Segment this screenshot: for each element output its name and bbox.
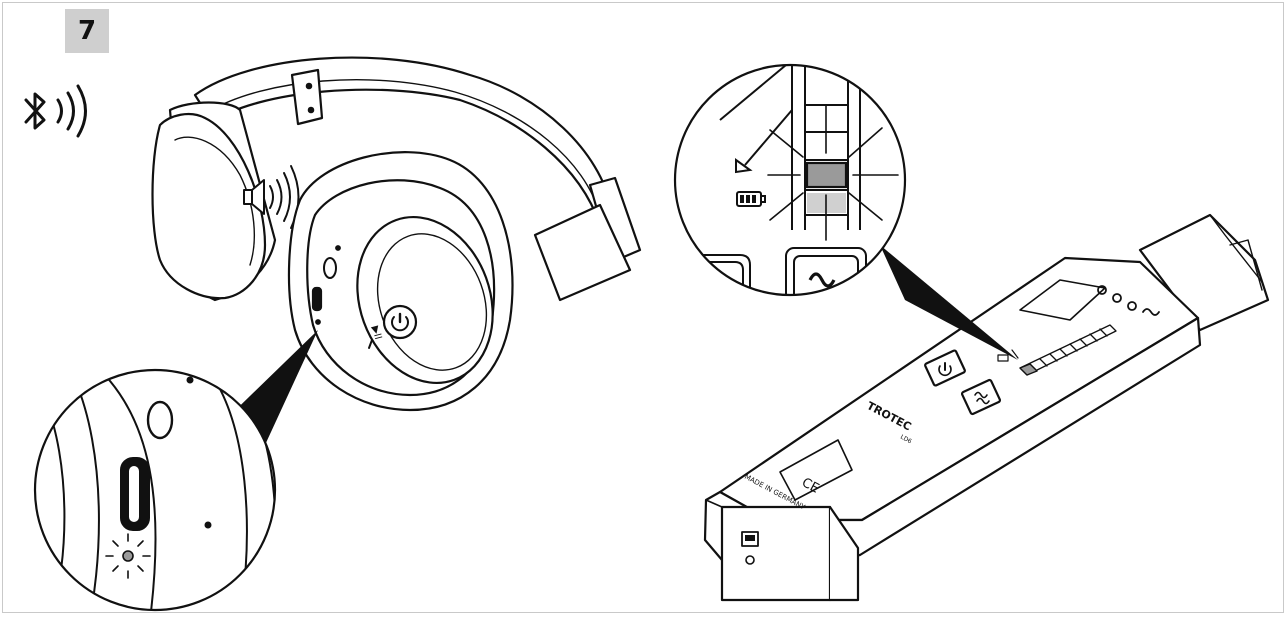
headphone-port-magnifier <box>33 368 277 612</box>
bluetooth-signal-icon <box>18 82 128 140</box>
step-number-badge: 7 <box>65 9 109 53</box>
svg-text:▶II: ▶II <box>369 325 383 341</box>
model-text: LD6 <box>899 434 913 446</box>
device-display-magnifier <box>673 63 907 297</box>
leak-detector-device <box>703 213 1270 602</box>
ce-mark: CE <box>799 475 821 496</box>
device-callout-pointer <box>880 245 1018 360</box>
headphones: ▶II <box>151 56 642 412</box>
